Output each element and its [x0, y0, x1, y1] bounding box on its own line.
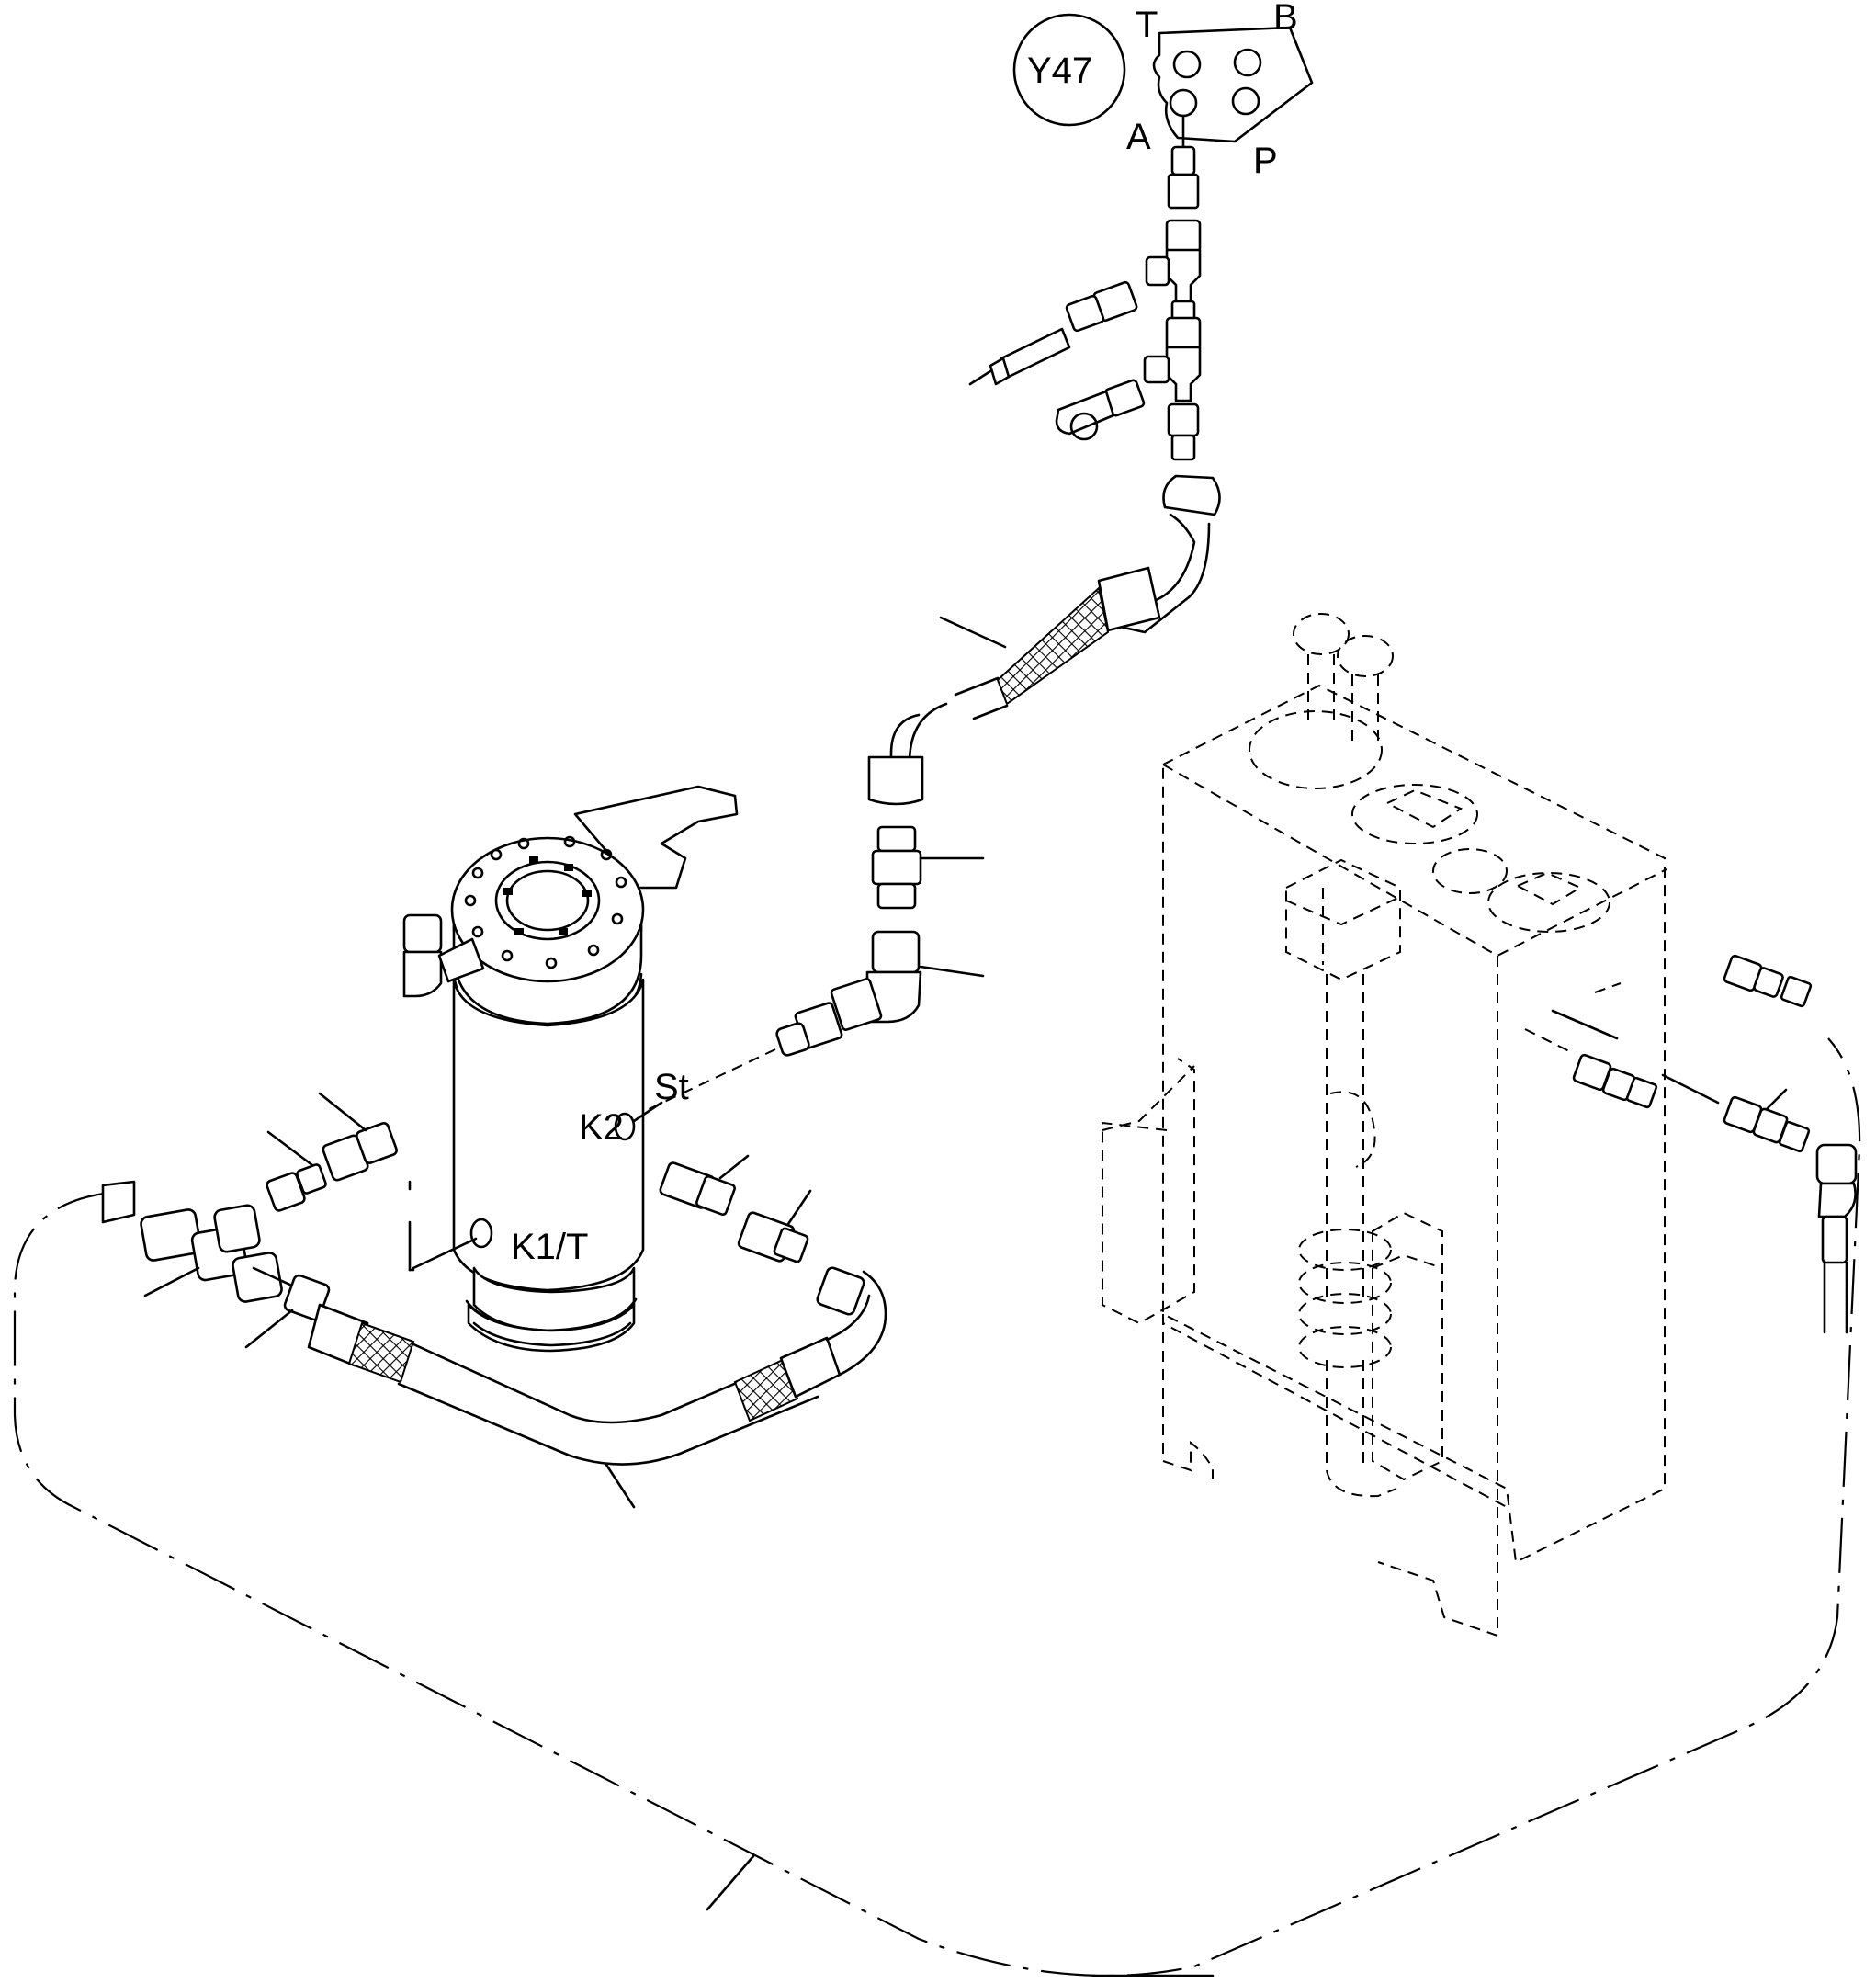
valve-fitting-stack: [968, 114, 1202, 461]
port-k2-label: K2: [579, 1107, 624, 1148]
valve-mounting-plate: [1152, 26, 1314, 143]
port-t-label: T: [1136, 5, 1158, 45]
port-p-label: P: [1253, 141, 1278, 181]
port-hole-t: [1172, 50, 1202, 79]
fitting-leader-line-2: [919, 965, 985, 978]
port-hole-p: [1231, 86, 1260, 116]
mid-fittings: [642, 825, 985, 1113]
port-hole-b: [1233, 48, 1262, 77]
lower-left-fittings: [101, 1092, 887, 1509]
assembly-boundary-outline: [13, 1037, 1861, 1977]
cylinder-assembly: [402, 785, 739, 1353]
upper-hose: [867, 474, 1221, 806]
port-k1t: [469, 1218, 493, 1249]
boundary-break-mark: [706, 1854, 755, 1911]
port-k1t-label: K1/T: [511, 1227, 588, 1267]
valve-id-label: Y47: [1027, 51, 1092, 91]
port-st-label: St: [654, 1067, 689, 1107]
port-k2: [614, 1112, 636, 1141]
right-fittings: [1524, 954, 1858, 1334]
valve-id-bubble: [1012, 13, 1126, 127]
hose-leader-line: [939, 616, 1007, 649]
tank-phantom: [1102, 613, 1667, 1637]
valve-y47: [1012, 13, 1314, 143]
port-b-label: B: [1273, 0, 1298, 38]
port-a-label: A: [1126, 117, 1151, 157]
